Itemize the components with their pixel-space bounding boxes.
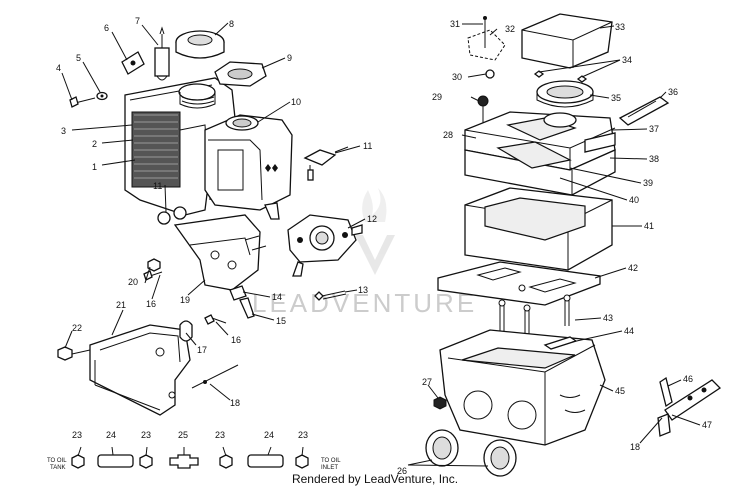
fitting-11-left: [157, 206, 187, 225]
callout-2: 2: [92, 139, 97, 149]
callout-18-right: 18: [630, 442, 640, 452]
foam-pad-33: [521, 13, 613, 69]
drain-27: [433, 396, 447, 410]
callout-37: 37: [649, 124, 659, 134]
footer-credit: Rendered by LeadVenture, Inc.: [291, 472, 459, 486]
gasket-42: [437, 261, 601, 306]
reservoir-10: [204, 114, 293, 220]
callout-46: 46: [683, 374, 693, 384]
callout-4: 4: [56, 63, 61, 73]
callout-23-a: 23: [72, 430, 82, 440]
callout-39: 39: [643, 178, 653, 188]
callout-13: 13: [358, 285, 368, 295]
callout-22: 22: [72, 323, 82, 333]
callout-19: 19: [180, 295, 190, 305]
boot-35: [536, 80, 594, 108]
callout-15: 15: [276, 316, 286, 326]
callout-1: 1: [92, 162, 97, 172]
callout-28: 28: [443, 130, 453, 140]
callout-34: 34: [622, 55, 632, 65]
callout-17: 17: [197, 345, 207, 355]
nut-20: [147, 258, 161, 272]
watermark-logo: [355, 188, 395, 275]
bolt-13: [314, 290, 347, 301]
callout-44: 44: [624, 326, 634, 336]
callout-42: 42: [628, 263, 638, 273]
screw-16b: [204, 314, 227, 325]
bracket-46-47: [657, 376, 722, 437]
callout-7: 7: [135, 16, 140, 26]
clamps-34: [533, 70, 588, 83]
callout-35: 35: [611, 93, 621, 103]
strap-36: [618, 96, 670, 126]
note-to-oil-inlet-line2: INLET: [321, 465, 338, 471]
note-to-oil-tank-line2: TANK: [50, 465, 66, 471]
callout-5: 5: [76, 53, 81, 63]
callout-43: 43: [603, 313, 613, 323]
tie-18-left: [191, 364, 239, 389]
callout-16-right: 16: [231, 335, 241, 345]
callout-45: 45: [615, 386, 625, 396]
boots-26: [425, 429, 517, 477]
clamp-16a: [143, 270, 163, 281]
oil-level-sensor: [154, 26, 170, 81]
callout-30: 30: [452, 72, 462, 82]
callout-3: 3: [61, 126, 66, 136]
oil-pump-12: [287, 214, 363, 277]
callout-9: 9: [287, 53, 292, 63]
silencer-41: [464, 187, 613, 271]
callout-11-left: 11: [153, 181, 162, 191]
callout-29: 29: [432, 92, 442, 102]
callout-12: 12: [367, 214, 377, 224]
callout-26: 26: [397, 466, 407, 476]
callout-40: 40: [629, 195, 639, 205]
airbox-base-45: [439, 329, 606, 446]
callout-14: 14: [272, 292, 282, 302]
callout-11-right: 11: [363, 141, 372, 151]
callout-23-b: 23: [141, 430, 151, 440]
bracket-6: [121, 51, 145, 75]
bolt-22: [57, 346, 91, 361]
callout-41: 41: [644, 221, 654, 231]
note-to-oil-tank-line1: TO OIL: [47, 458, 67, 464]
leader-lines: [61, 22, 701, 467]
callout-23-d: 23: [298, 430, 308, 440]
callout-47: 47: [702, 420, 712, 430]
callout-24-a: 24: [106, 430, 116, 440]
callout-16-left: 16: [146, 299, 156, 309]
callout-18-left: 18: [230, 398, 240, 408]
linkage-31-32: [467, 16, 506, 79]
washer-5: [96, 91, 108, 101]
callout-32: 32: [505, 24, 515, 34]
mounting-bracket-21: [89, 324, 191, 416]
callout-6: 6: [104, 23, 109, 33]
callout-38: 38: [649, 154, 659, 164]
callout-36: 36: [668, 87, 678, 97]
note-to-oil-inlet-line1: TO OIL: [321, 458, 341, 464]
callout-8: 8: [229, 19, 234, 29]
watermark-text: LEADVENTURE: [252, 288, 477, 318]
screw-4: [69, 96, 96, 108]
cap-gasket: [214, 61, 267, 87]
callout-labels: 1 2 3 4 5 6 7 8 9 10 11 11 12 13 14 15 1…: [56, 16, 712, 476]
fitting-14: [229, 285, 255, 319]
studs-43: [498, 294, 571, 334]
hose-fittings-row: [71, 454, 309, 469]
callout-27: 27: [422, 377, 432, 387]
fitting-11-right: [303, 146, 349, 181]
lower-mount-19: [173, 214, 267, 291]
callout-10: 10: [291, 97, 301, 107]
callout-20: 20: [128, 277, 138, 287]
callout-23-c: 23: [215, 430, 225, 440]
callout-25: 25: [178, 430, 188, 440]
callout-31: 31: [450, 19, 460, 29]
callout-24-b: 24: [264, 430, 274, 440]
oil-cap: [175, 30, 225, 59]
callout-21: 21: [116, 300, 126, 310]
callout-33: 33: [615, 22, 625, 32]
hose-notes: TO OIL TANK TO OIL INLET: [47, 458, 341, 471]
